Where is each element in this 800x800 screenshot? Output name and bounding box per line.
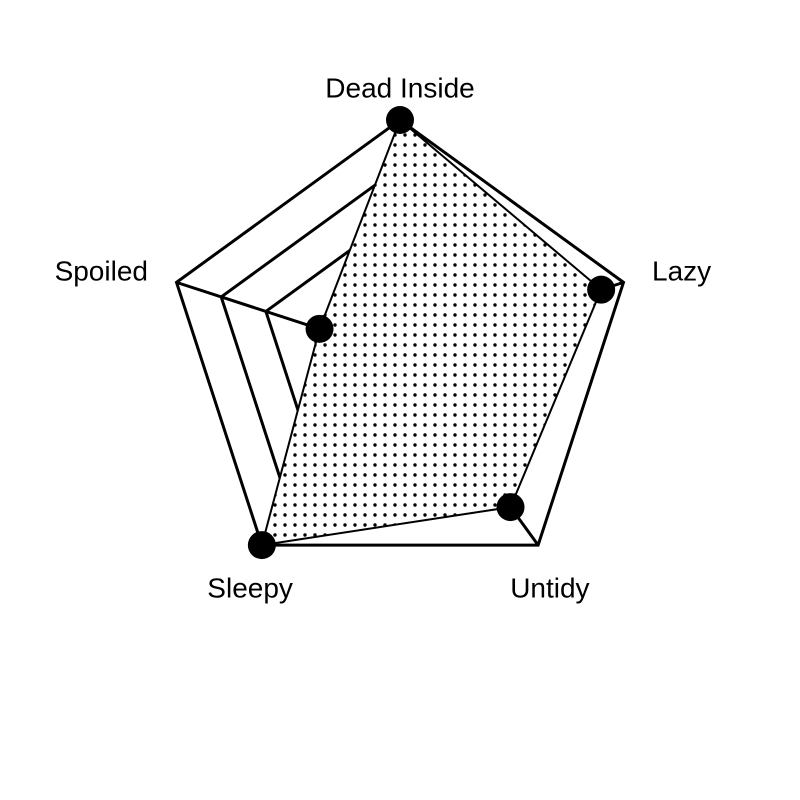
axis-label-dead-inside: Dead Inside	[325, 72, 474, 103]
data-point-spoiled	[305, 314, 334, 343]
data-point-dead-inside	[386, 106, 414, 134]
axis-label-sleepy: Sleepy	[207, 573, 293, 604]
series-area	[260, 119, 603, 547]
data-point-untidy	[496, 493, 525, 522]
axis-label-lazy: Lazy	[652, 256, 711, 287]
radar-data	[247, 106, 616, 560]
grid-ring-5	[174, 118, 626, 547]
axis-label-spoiled: Spoiled	[55, 256, 148, 287]
axis-label-untidy: Untidy	[510, 573, 589, 604]
data-point-sleepy	[247, 531, 276, 560]
data-point-lazy	[587, 275, 616, 304]
